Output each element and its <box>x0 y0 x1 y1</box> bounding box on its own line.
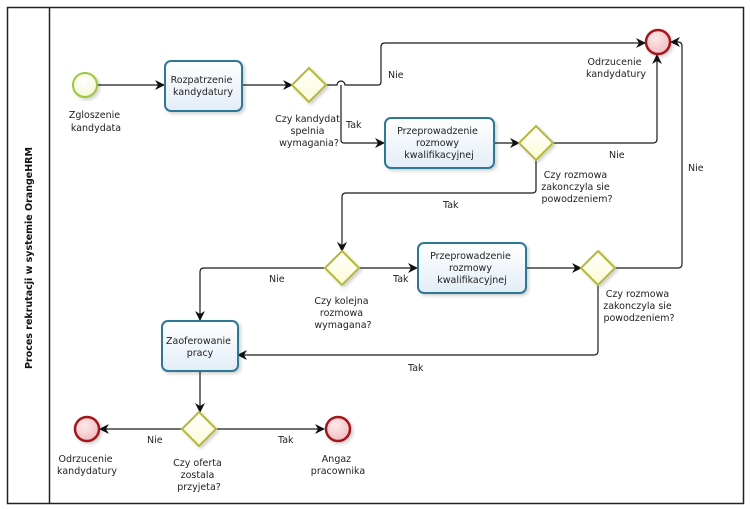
flow-gateway1-no[interactable] <box>326 38 646 86</box>
gateway-meets-requirements[interactable]: Czy kandydat spelnia wymagania? <box>275 66 343 149</box>
flow-gateway4-no[interactable] <box>615 37 683 269</box>
flow-label-g5-yes: Tak <box>277 435 294 446</box>
end-event-reject-top-label: Odrzucenie kandydatury <box>586 57 646 80</box>
flow-gateway4-yes[interactable] <box>237 285 599 360</box>
task-box <box>384 117 495 169</box>
end-event-icon <box>73 415 101 443</box>
flow-label-g4-yes: Tak <box>407 363 424 374</box>
end-event-icon <box>644 28 672 56</box>
pool: Proces rekrutacji w systemie OrangeHRM <box>6 6 745 505</box>
task-review-label: Rozpatrzenie kandydatury <box>171 75 236 98</box>
end-event-hire[interactable]: Angaz pracownika <box>311 415 365 477</box>
start-event[interactable]: Zgloszenie kandydata <box>69 72 123 134</box>
gateway-interview1-success-label: Czy rozmowa zakonczyla sie powodzeniem? <box>541 170 613 205</box>
task-interview-1-label: Przeprowadzenie rozmowy kwalifikacyjnej <box>397 126 481 161</box>
end-event-hire-label: Angaz pracownika <box>311 454 365 477</box>
end-event-reject-top[interactable]: Odrzucenie kandydatury <box>586 28 672 80</box>
flow-label-g3-yes: Tak <box>392 274 409 285</box>
end-event-reject-bottom-label: Odrzucenie kandydatury <box>57 454 117 477</box>
gateway-diamond-icon <box>180 410 218 448</box>
task-box <box>164 60 243 112</box>
task-box <box>161 320 239 372</box>
end-event-reject-bottom[interactable]: Odrzucenie kandydatury <box>57 415 117 477</box>
flow-label-g4-no: Nie <box>688 163 704 174</box>
gateway-next-interview-label: Czy kolejna rozmowa wymagana? <box>314 296 371 331</box>
task-offer[interactable]: Zaoferowanie pracy <box>161 320 239 372</box>
flow-label-g2-no: Nie <box>609 150 625 161</box>
end-event-icon <box>324 415 352 443</box>
gateway-interview2-success-label: Czy rozmowa zakonczyla sie powodzeniem? <box>603 289 675 324</box>
flow-label-g3-no: Nie <box>269 274 285 285</box>
gateway-diamond-icon <box>517 124 555 162</box>
task-interview-2-label: Przeprowadzenie rozmowy kwalifikacyjnej <box>430 251 514 286</box>
sequence-flows <box>97 37 683 434</box>
flow-gateway2-yes[interactable] <box>337 160 537 252</box>
gateway-diamond-icon <box>290 66 328 104</box>
flow-label-g1-no: Nie <box>388 70 404 81</box>
gateway-offer-accepted[interactable]: Czy oferta zostala przyjeta? <box>173 410 225 493</box>
flow-gateway3-no[interactable] <box>195 267 325 321</box>
gateway-offer-accepted-label: Czy oferta zostala przyjeta? <box>173 458 225 493</box>
gateway-meets-requirements-label: Czy kandydat spelnia wymagania? <box>275 114 343 149</box>
flow-gateway2-no[interactable] <box>553 54 662 144</box>
gateway-diamond-icon <box>579 249 617 287</box>
gateway-interview1-success[interactable]: Czy rozmowa zakonczyla sie powodzeniem? <box>517 124 613 205</box>
task-review[interactable]: Rozpatrzenie kandydatury <box>164 60 243 112</box>
flow-label-g1-yes: Tak <box>345 120 362 131</box>
gateway-interview2-success[interactable]: Czy rozmowa zakonczyla sie powodzeniem? <box>579 249 675 324</box>
pool-border <box>6 6 745 505</box>
task-interview-1[interactable]: Przeprowadzenie rozmowy kwalifikacyjnej <box>384 117 495 169</box>
flow-labels: Nie Tak Nie Tak Nie Tak Nie Tak Nie Tak <box>147 70 704 446</box>
pool-title: Proces rekrutacji w systemie OrangeHRM <box>24 147 35 369</box>
gateway-diamond-icon <box>323 249 361 287</box>
task-offer-label: Zaoferowanie pracy <box>166 336 234 359</box>
task-interview-2[interactable]: Przeprowadzenie rozmowy kwalifikacyjnej <box>417 242 527 294</box>
flow-label-g5-no: Nie <box>147 435 163 446</box>
start-event-label: Zgloszenie kandydata <box>69 110 123 134</box>
start-event-icon <box>72 72 98 98</box>
gateway-next-interview[interactable]: Czy kolejna rozmowa wymagana? <box>314 249 372 331</box>
task-box <box>417 242 527 294</box>
flow-label-g2-yes: Tak <box>442 200 459 211</box>
flow-gateway1-yes[interactable] <box>340 85 385 148</box>
